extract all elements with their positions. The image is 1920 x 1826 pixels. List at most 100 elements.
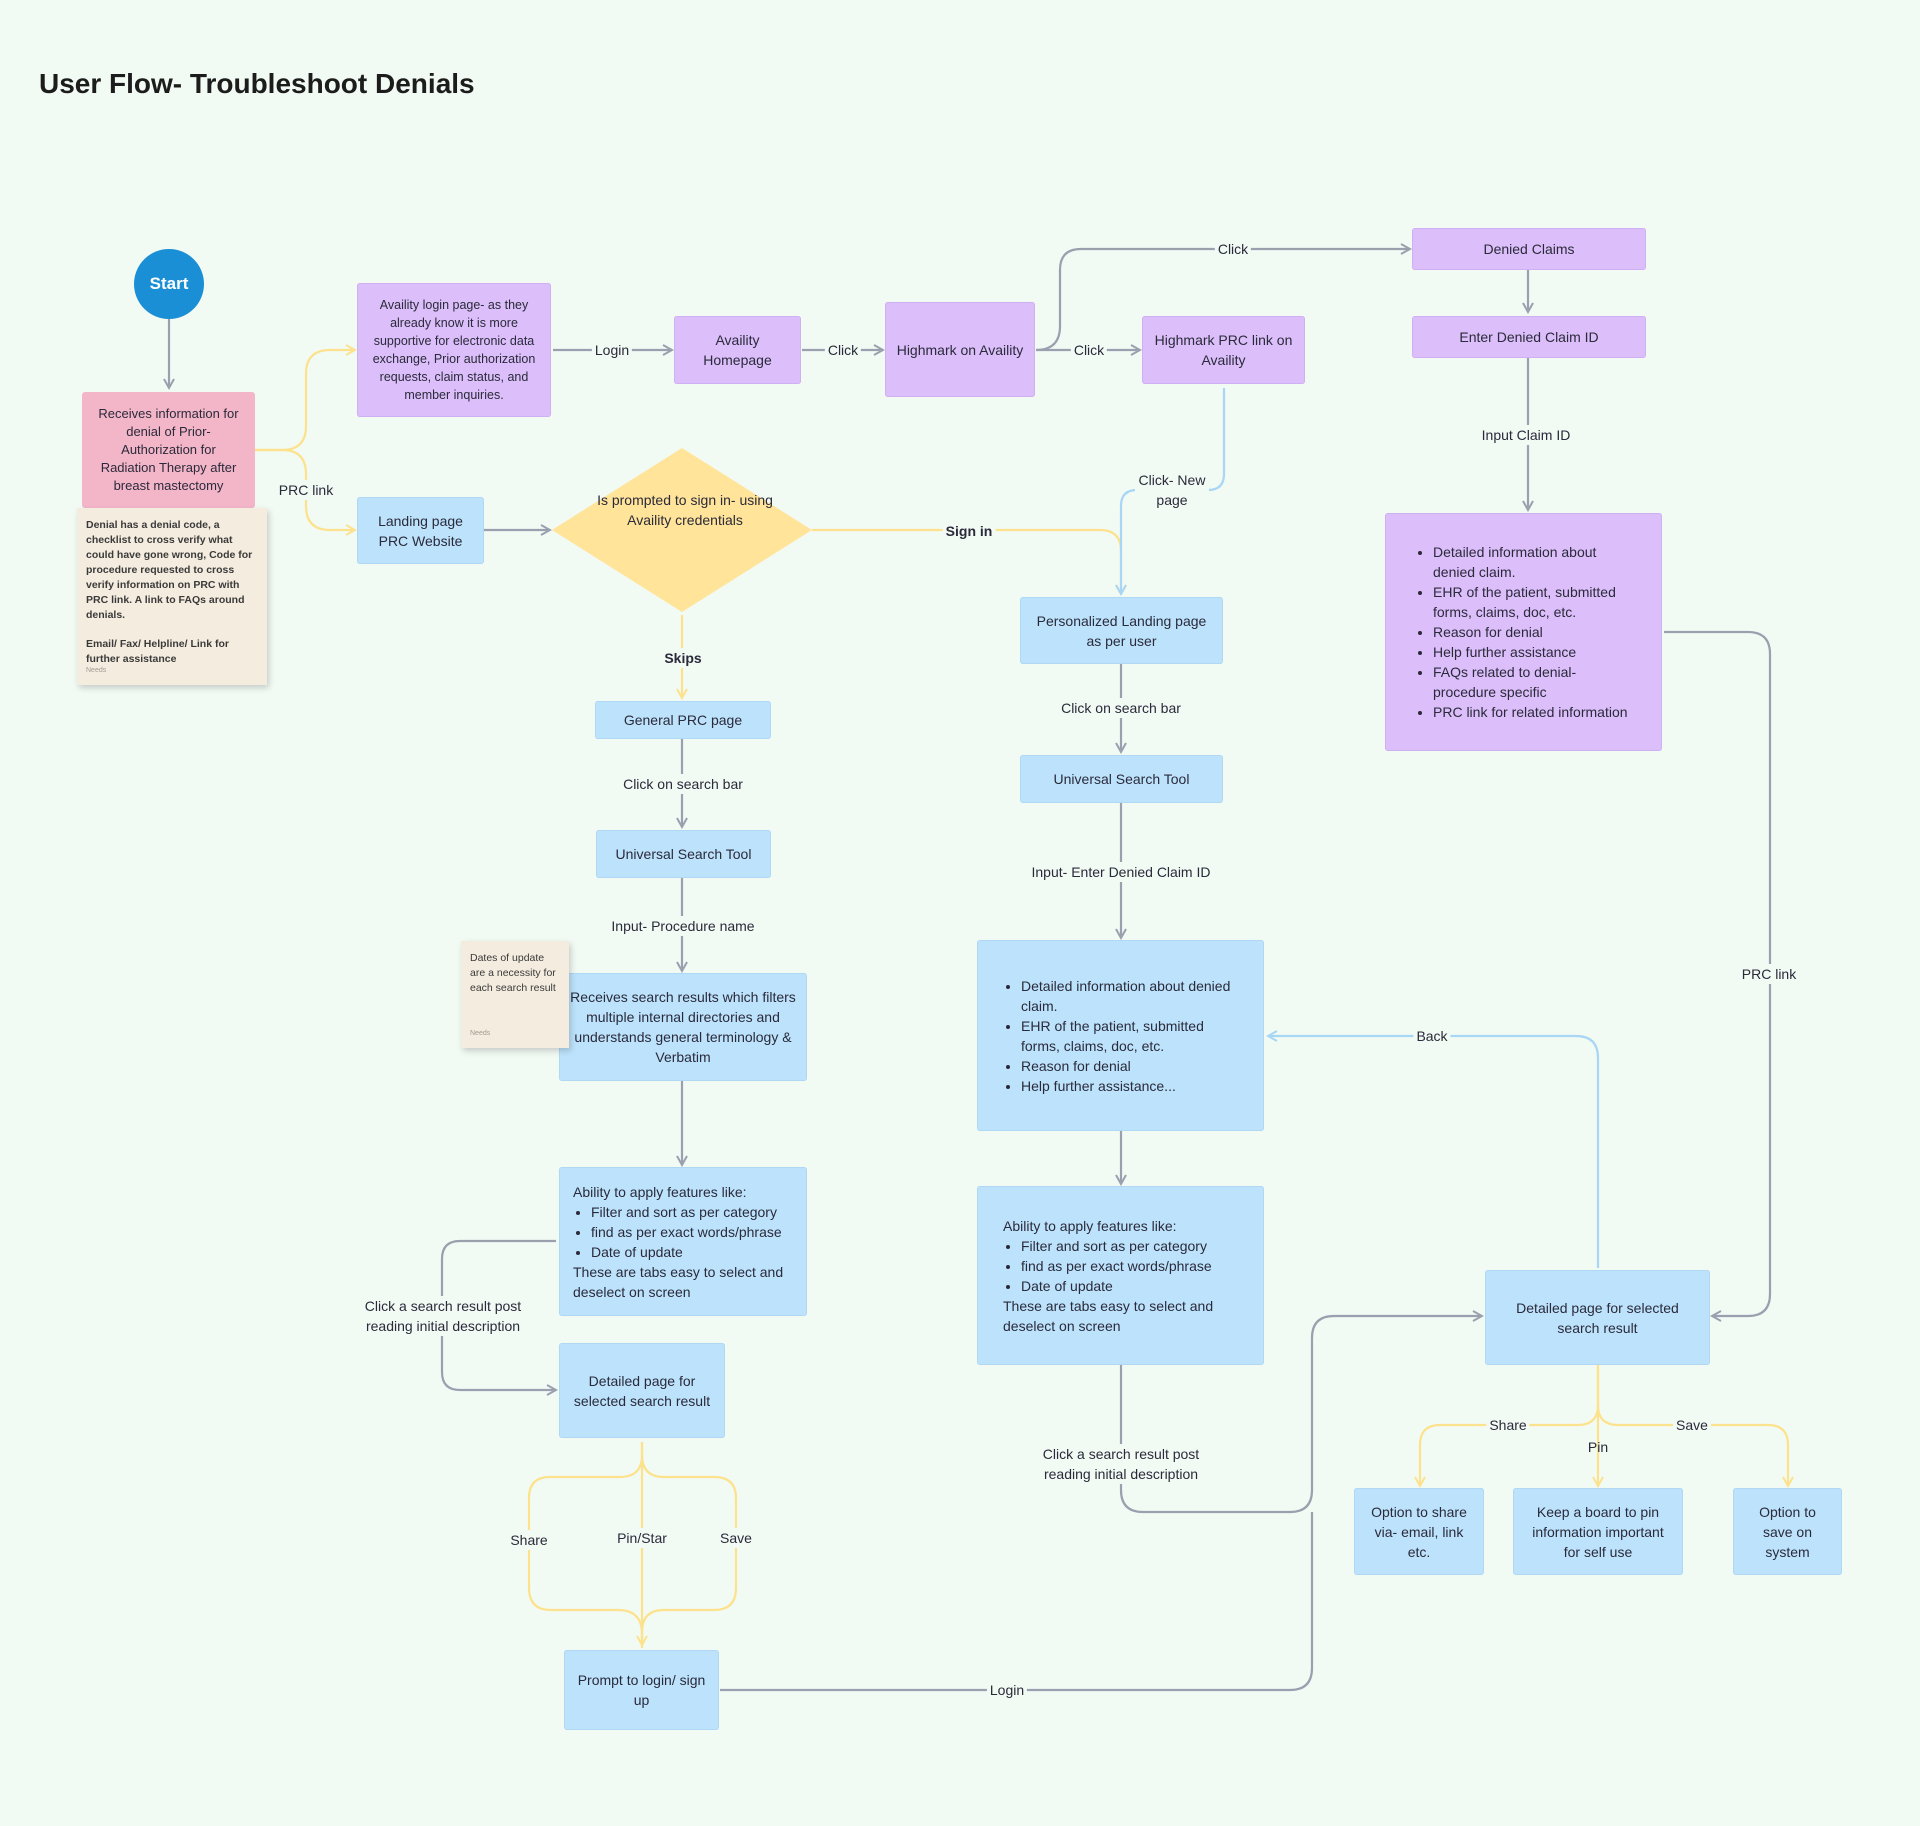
landing-page-text: Landing page PRC Website	[378, 512, 463, 549]
edge-label-pin: Pin	[1587, 1439, 1609, 1455]
list-item: find as per exact words/phrase	[591, 1222, 793, 1242]
universal-search-mid-node: Universal Search Tool	[1020, 755, 1223, 803]
edge-label-pin-star: Pin/Star	[614, 1528, 670, 1548]
search-results-node: Receives search results which filters mu…	[559, 973, 807, 1081]
edge-label-click-new-page: Click- New page	[1135, 470, 1209, 510]
sticky-dates-text: Dates of update are a necessity for each…	[470, 952, 556, 994]
edge-label-sign-in: Sign in	[942, 521, 996, 541]
list-item: Date of update	[1021, 1276, 1238, 1296]
claim-detail-right-list: Detailed information about denied claim.…	[1415, 542, 1638, 722]
list-item: Filter and sort as per category	[1021, 1236, 1238, 1256]
edge-features-mid-detail-right	[1119, 1316, 1482, 1514]
sticky-denial-text: Denial has a denial code, a checklist to…	[86, 519, 253, 621]
edge-label-prc-link: PRC link	[1738, 964, 1800, 984]
highmark-prc-link-text: Highmark PRC link on Availity	[1154, 332, 1293, 368]
universal-search-left-text: Universal Search Tool	[615, 846, 752, 862]
edge-login-bottom	[720, 1512, 1314, 1692]
claim-detail-mid-list: Detailed information about denied claim.…	[1003, 976, 1244, 1096]
detail-left-text: Detailed page for selected search result	[573, 1372, 711, 1409]
features-mid-list: Filter and sort as per category find as …	[1003, 1236, 1238, 1296]
list-item: PRC link for related information	[1433, 702, 1638, 722]
general-prc-node: General PRC page	[595, 701, 771, 739]
decision-text: Is prompted to sign in- using Availity c…	[597, 492, 773, 528]
edge-label-click-search-bar: Click on search bar	[620, 774, 746, 794]
features-left-node: Ability to apply features like: Filter a…	[559, 1167, 807, 1316]
edge-highmark-denied	[1035, 249, 1410, 352]
availity-login-node: Availity login page- as they already kno…	[357, 283, 551, 417]
list-item: Reason for denial	[1021, 1056, 1244, 1076]
edge-label-input-denied-claim: Input- Enter Denied Claim ID	[1028, 862, 1214, 882]
detail-left-node: Detailed page for selected search result	[559, 1343, 725, 1438]
list-item: Reason for denial	[1433, 622, 1638, 642]
features-left-list: Filter and sort as per category find as …	[573, 1202, 793, 1262]
edge-label-click-result: Click a search result post reading initi…	[1018, 1444, 1224, 1484]
list-item: EHR of the patient, submitted forms, cla…	[1021, 1016, 1244, 1056]
highmark-prc-link-node: Highmark PRC link on Availity	[1142, 316, 1305, 384]
detail-right-node: Detailed page for selected search result	[1485, 1270, 1710, 1365]
edge-label-input-claim-id: Input Claim ID	[1478, 425, 1574, 445]
universal-search-mid-text: Universal Search Tool	[1053, 771, 1190, 787]
features-left-outro: These are tabs easy to select and desele…	[573, 1263, 784, 1300]
features-mid-node: Ability to apply features like: Filter a…	[977, 1186, 1264, 1365]
enter-denied-claim-id-node: Enter Denied Claim ID	[1412, 316, 1646, 358]
option-save-text: Option to save on system	[1759, 1503, 1816, 1560]
edge-detail-right-save	[1596, 1404, 1788, 1486]
edge-detail-left-save2	[642, 1454, 738, 1645]
page-title: User Flow- Troubleshoot Denials	[39, 68, 475, 99]
receives-info-text: Receives information for denial of Prior…	[98, 406, 239, 493]
highmark-on-availity-text: Highmark on Availity	[896, 341, 1024, 358]
decision-diamond	[552, 448, 812, 612]
edge-label-click: Click	[1214, 239, 1252, 259]
list-item: Detailed information about denied claim.	[1433, 542, 1638, 582]
universal-search-left-node: Universal Search Tool	[596, 830, 771, 878]
detail-right-text: Detailed page for selected search result	[1516, 1299, 1679, 1336]
edge-label-save: Save	[1673, 1415, 1711, 1435]
edge-label-input-procedure: Input- Procedure name	[608, 916, 758, 936]
edge-label-click: Click	[824, 340, 862, 360]
edge-label-click: Click	[1070, 340, 1108, 360]
list-item: Help further assistance...	[1021, 1076, 1244, 1096]
prompt-login-text: Prompt to login/ sign up	[577, 1672, 706, 1708]
denied-claims-node: Denied Claims	[1412, 228, 1646, 270]
receives-info-node: Receives information for denial of Prior…	[82, 392, 255, 508]
edge-label-login: Login	[591, 340, 633, 360]
list-item: Help further assistance	[1433, 642, 1638, 662]
edge-label-click-search-bar: Click on search bar	[1058, 698, 1184, 718]
availity-login-text: Availity login page- as they already kno…	[372, 298, 536, 402]
features-mid-intro: Ability to apply features like:	[1003, 1217, 1177, 1234]
edge-label-share: Share	[507, 1530, 551, 1550]
features-left-intro: Ability to apply features like:	[573, 1183, 747, 1200]
sticky-note-dates: Dates of update are a necessity for each…	[461, 941, 569, 1048]
edge-label-share: Share	[1486, 1415, 1530, 1435]
option-pin-text: Keep a board to pin information importan…	[1532, 1503, 1664, 1560]
general-prc-text: General PRC page	[623, 712, 743, 728]
option-share-text: Option to share via- email, link etc.	[1371, 1503, 1467, 1560]
edge-receives-login	[255, 350, 355, 452]
option-pin-node: Keep a board to pin information importan…	[1513, 1488, 1683, 1575]
availity-homepage-text: Availity Homepage	[703, 332, 772, 368]
list-item: Filter and sort as per category	[591, 1202, 793, 1222]
highmark-on-availity-node: Highmark on Availity	[885, 302, 1035, 397]
sticky-dates-tag: Needs	[470, 1030, 491, 1037]
enter-denied-claim-id-text: Enter Denied Claim ID	[1459, 329, 1599, 345]
option-save-node: Option to save on system	[1733, 1488, 1842, 1575]
sticky-note-denial: Denial has a denial code, a checklist to…	[77, 508, 267, 685]
list-item: FAQs related to denial-procedure specifi…	[1433, 662, 1638, 702]
personalized-landing-node: Personalized Landing page as per user	[1020, 597, 1223, 664]
availity-homepage-node: Availity Homepage	[674, 316, 801, 384]
personalized-landing-text: Personalized Landing page as per user	[1036, 612, 1207, 649]
edge-label-input-value: Enter Denied Claim ID	[1071, 864, 1211, 880]
option-share-node: Option to share via- email, link etc.	[1354, 1488, 1484, 1575]
edge-back	[1268, 1036, 1600, 1268]
landing-page-node: Landing page PRC Website	[357, 497, 484, 564]
edge-label-back: Back	[1413, 1026, 1451, 1046]
sticky-denial-contact: Email/ Fax/ Helpline/ Link for further a…	[86, 638, 229, 665]
search-results-text: Receives search results which filters mu…	[570, 989, 796, 1065]
edge-label-click-result: Click a search result post reading initi…	[340, 1296, 546, 1336]
list-item: EHR of the patient, submitted forms, cla…	[1433, 582, 1638, 622]
sticky-tag: Needs	[86, 667, 107, 674]
edge-label-prc-link: PRC link	[275, 480, 337, 500]
claim-detail-right-node: Detailed information about denied claim.…	[1385, 513, 1662, 751]
features-mid-outro: These are tabs easy to select and desele…	[1003, 1297, 1214, 1334]
denied-claims-text: Denied Claims	[1483, 241, 1575, 257]
